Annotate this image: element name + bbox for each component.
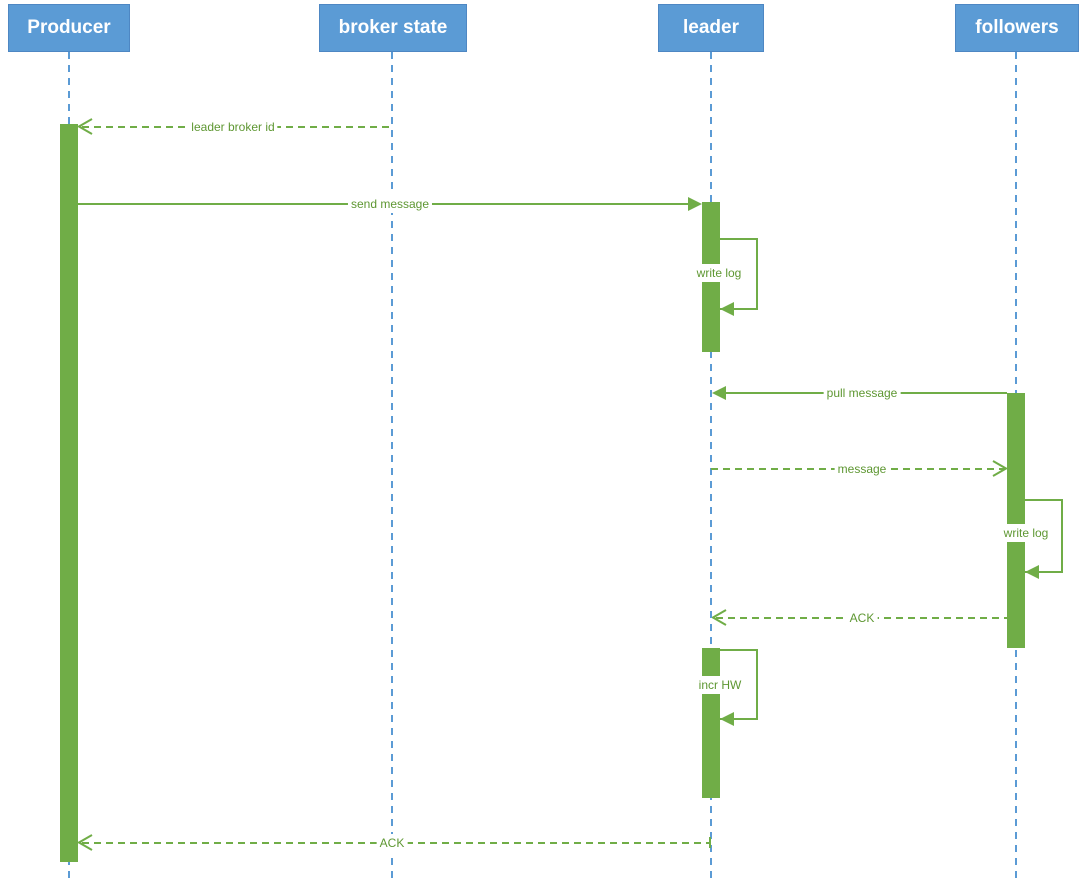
message-label-incr-hw: incr HW <box>695 676 745 694</box>
message-label-leader-write-log: write log <box>693 264 745 282</box>
message-label-message: message <box>834 460 890 478</box>
actor-followers: followers <box>955 4 1079 52</box>
message-label-leader-broker-id: leader broker id <box>188 118 278 136</box>
message-label-send-message: send message <box>347 195 433 213</box>
self-loop-arrowhead-leader-write-log <box>720 302 734 316</box>
message-label-ack-final: ACK <box>376 834 408 852</box>
lifeline-broker-state <box>391 52 393 884</box>
activation-followers <box>1007 393 1025 648</box>
actor-broker-state-label: broker state <box>338 17 448 38</box>
actor-producer: Producer <box>8 4 130 52</box>
actor-broker-state: broker state <box>319 4 467 52</box>
arrowhead-open-left-ack-followers <box>712 609 727 626</box>
message-label-pull-message: pull message <box>823 384 901 402</box>
self-loop-followers-write-log <box>1025 499 1063 573</box>
actor-leader: leader <box>658 4 764 52</box>
arrowhead-open-right-message <box>992 460 1007 477</box>
self-loop-leader-write-log <box>720 238 758 310</box>
arrowhead-open-left-leader-broker-id <box>78 118 93 135</box>
actor-leader-label: leader <box>683 17 739 38</box>
self-loop-arrowhead-followers-write-log <box>1025 565 1039 579</box>
message-origin-tick-ack-final <box>709 837 711 848</box>
arrowhead-filled-left-pull-message <box>712 386 726 400</box>
actor-followers-label: followers <box>975 17 1059 38</box>
self-loop-leader-incr-hw <box>720 649 758 720</box>
message-label-ack-followers: ACK <box>846 609 878 627</box>
activation-producer <box>60 124 78 862</box>
message-label-followers-write-log: write log <box>1000 524 1052 542</box>
arrowhead-open-left-ack-final <box>78 834 93 851</box>
arrowhead-filled-right-send-message <box>688 197 702 211</box>
actor-producer-label: Producer <box>27 17 111 38</box>
self-loop-arrowhead-leader-incr-hw <box>720 712 734 726</box>
activation-leader-incr-hw <box>702 648 720 798</box>
